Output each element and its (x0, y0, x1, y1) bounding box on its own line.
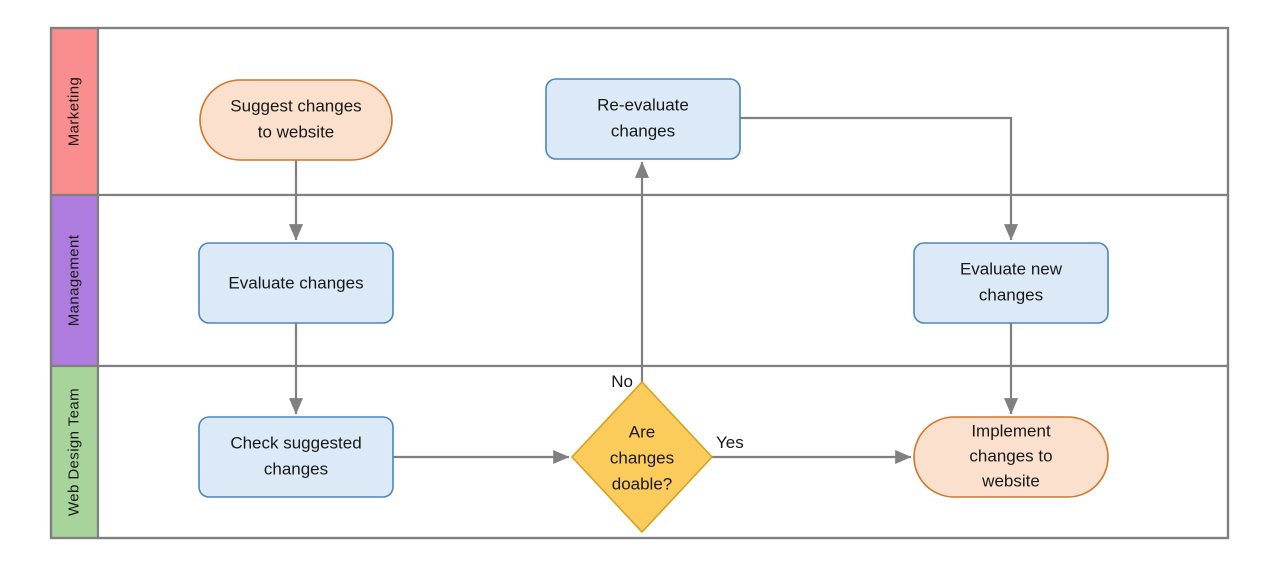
node-re-evaluate-changes[interactable]: Re-evaluate changes (545, 78, 741, 160)
node-are-changes-doable-line-2: changes (610, 448, 674, 467)
node-implement-changes-line-1: Implement (971, 421, 1051, 440)
lane-management[interactable]: Management (49, 193, 1230, 368)
node-implement-changes-line-2: changes to (969, 446, 1052, 465)
nodes-group: Suggest changes to website Re-evaluate c… (198, 78, 1109, 534)
node-implement-changes-shape (913, 416, 1109, 498)
edge-reevaluate-to-evaluate-new (740, 116, 1019, 241)
lane-web-design-team-label: Web Design Team (65, 388, 82, 516)
node-are-changes-doable-line-1: Are (629, 422, 655, 441)
edge-labels-group: No Yes (611, 372, 743, 452)
node-suggest-changes-shape (199, 79, 393, 161)
node-evaluate-changes[interactable]: Evaluate changes (198, 242, 394, 324)
node-check-suggested-changes-line-2: changes (264, 459, 328, 478)
node-evaluate-changes-shape (198, 242, 394, 324)
node-are-changes-doable[interactable]: Are changes doable? (570, 380, 714, 534)
connectors-group (288, 116, 1019, 465)
edge-label-no: No (611, 372, 633, 391)
node-re-evaluate-changes-line-1: Re-evaluate (597, 95, 689, 114)
diagram-outer-frame (49, 26, 1230, 540)
node-suggest-changes[interactable]: Suggest changes to website (199, 79, 393, 161)
edge-label-yes: Yes (716, 433, 744, 452)
node-check-suggested-changes-shape (198, 416, 394, 498)
node-suggest-changes-line-2: to website (258, 122, 335, 141)
node-check-suggested-changes[interactable]: Check suggested changes (198, 416, 394, 498)
node-suggest-changes-line-1: Suggest changes (230, 96, 361, 115)
node-evaluate-changes-line-1: Evaluate changes (228, 273, 363, 292)
node-are-changes-doable-shape (570, 380, 714, 534)
node-re-evaluate-changes-line-2: changes (611, 121, 675, 140)
node-evaluate-new-changes-line-2: changes (979, 285, 1043, 304)
node-evaluate-new-changes-shape (913, 242, 1109, 324)
lane-management-label: Management (65, 234, 82, 326)
node-implement-changes[interactable]: Implement changes to website (913, 416, 1109, 498)
node-evaluate-new-changes[interactable]: Evaluate new changes (913, 242, 1109, 324)
node-re-evaluate-changes-shape (545, 78, 741, 160)
node-are-changes-doable-line-3: doable? (612, 474, 673, 493)
node-evaluate-new-changes-line-1: Evaluate new (960, 259, 1063, 278)
node-implement-changes-line-3: website (981, 471, 1040, 490)
node-check-suggested-changes-line-1: Check suggested (230, 433, 361, 452)
lane-marketing-label: Marketing (65, 77, 82, 146)
